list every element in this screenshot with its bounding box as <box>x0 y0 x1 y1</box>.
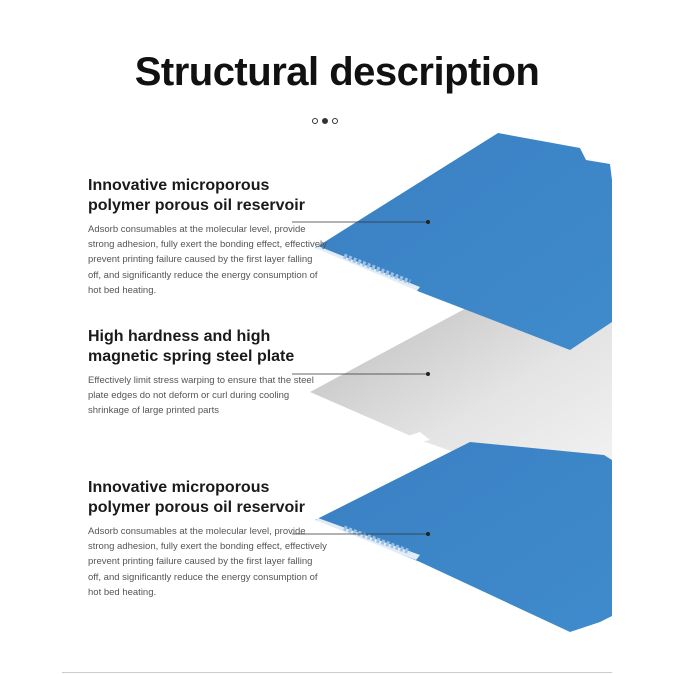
layer-heading: High hardness and high magnetic spring s… <box>88 328 295 365</box>
carousel-indicator <box>312 118 338 124</box>
sheet-edge-print <box>343 525 411 555</box>
layer-description-middle: High hardness and high magnetic spring s… <box>88 327 328 419</box>
steel-plate-layer <box>310 306 612 495</box>
bottom-divider <box>62 672 612 673</box>
bottom-blue-sheet-layer <box>314 442 612 632</box>
sheet-edge-print <box>343 253 411 285</box>
callout-dots <box>426 220 430 536</box>
carousel-dot-3[interactable] <box>332 118 338 124</box>
layer-heading: Innovative microporous polymer porous oi… <box>88 479 305 516</box>
carousel-dot-1[interactable] <box>312 118 318 124</box>
top-blue-sheet-layer <box>314 133 612 350</box>
layer-heading: Innovative microporous polymer porous oi… <box>88 177 305 214</box>
callout-leader-lines <box>292 221 427 535</box>
carousel-dot-2[interactable] <box>322 118 328 124</box>
layer-description-top: Innovative microporous polymer porous oi… <box>88 176 328 298</box>
layer-text: Adsorb consumables at the molecular leve… <box>88 526 327 598</box>
layer-text: Effectively limit stress warping to ensu… <box>88 375 314 417</box>
page-title: Structural description <box>134 50 540 94</box>
layer-text: Adsorb consumables at the molecular leve… <box>88 224 327 296</box>
layer-description-bottom: Innovative microporous polymer porous oi… <box>88 478 328 600</box>
